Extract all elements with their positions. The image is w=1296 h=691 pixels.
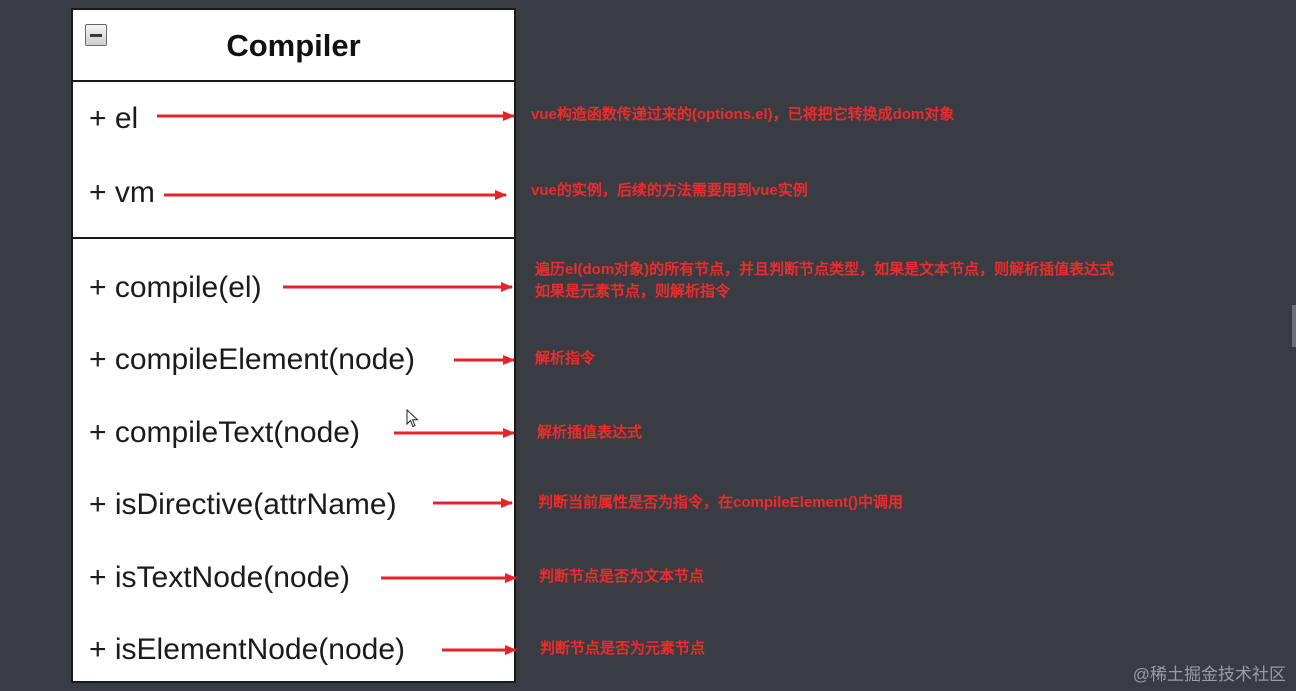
note-is-text-node-line: 判断节点是否为文本节点 xyxy=(539,568,705,585)
class-header: Compiler xyxy=(73,10,514,82)
method-compile-element: + compileElement(node) xyxy=(89,343,416,376)
note-vm: vue的实例，后续的方法需要用到vue实例 xyxy=(531,180,808,202)
note-is-directive: 判断当前属性是否为指令，在compileElement()中调用 xyxy=(538,492,903,514)
method-compile: + compile(el) xyxy=(89,271,262,304)
method-is-element-node: + isElementNode(node) xyxy=(89,633,406,666)
note-compile-text: 解析插值表达式 xyxy=(537,422,642,444)
note-compile-element-line: 解析指令 xyxy=(535,350,596,367)
class-box: Compiler + el + vm + compile(el) + compi… xyxy=(71,8,516,683)
note-compile-line-2: 如果是元素节点，则解析指令 xyxy=(535,282,731,300)
scrollbar-thumb[interactable] xyxy=(1292,305,1296,347)
note-is-element-node-line: 判断节点是否为元素节点 xyxy=(540,640,706,657)
note-vm-line: vue的实例，后续的方法需要用到vue实例 xyxy=(531,182,808,199)
note-compile: 遍历el(dom对象)的所有节点，并且判断节点类型，如果是文本节点，则解析插值表… xyxy=(535,259,1114,303)
mouse-pointer-icon xyxy=(406,409,419,428)
watermark: @稀土掘金技术社区 xyxy=(1132,665,1286,684)
note-is-text-node: 判断节点是否为文本节点 xyxy=(539,566,704,588)
note-compile-line-1: 遍历el(dom对象)的所有节点，并且判断节点类型，如果是文本节点，则解析插值表… xyxy=(535,261,1115,278)
note-compile-text-line: 解析插值表达式 xyxy=(537,424,643,441)
section-divider xyxy=(73,237,514,239)
method-is-directive: + isDirective(attrName) xyxy=(89,488,397,521)
note-is-element-node: 判断节点是否为元素节点 xyxy=(540,638,705,660)
collapse-icon[interactable] xyxy=(85,24,107,46)
attribute-vm: + vm xyxy=(89,176,155,209)
note-el: vue构造函数传递过来的(options.el)，已将把它转换成dom对象 xyxy=(531,104,954,126)
attribute-el: + el xyxy=(89,102,139,135)
method-is-text-node: + isTextNode(node) xyxy=(89,561,350,594)
method-compile-text: + compileText(node) xyxy=(89,416,360,449)
note-is-directive-line: 判断当前属性是否为指令，在compileElement()中调用 xyxy=(538,494,904,511)
class-title: Compiler xyxy=(226,28,361,63)
note-compile-element: 解析指令 xyxy=(535,348,595,370)
note-el-line: vue构造函数传递过来的(options.el)，已将把它转换成dom对象 xyxy=(531,106,955,123)
